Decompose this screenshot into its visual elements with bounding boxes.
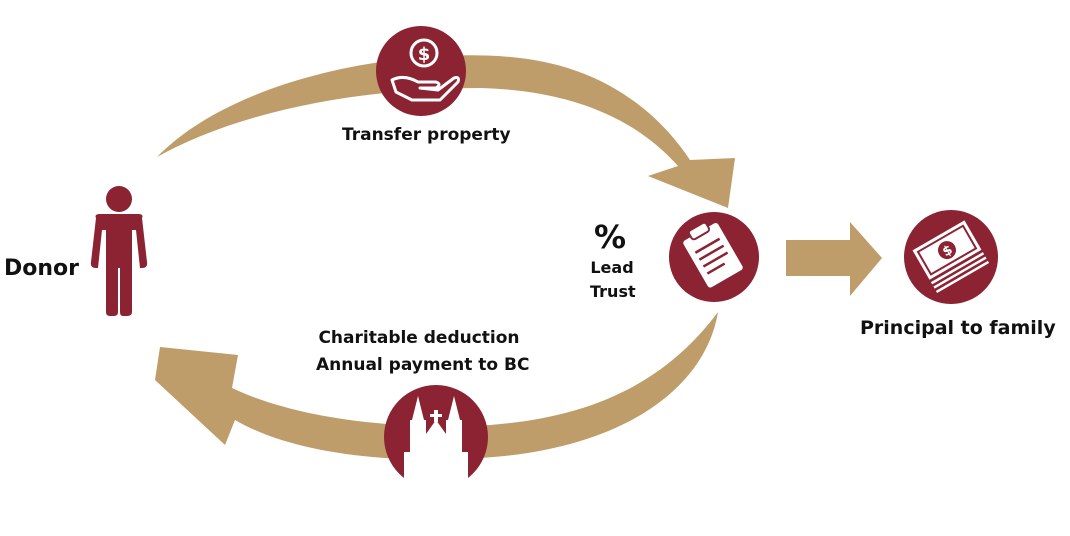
charity-label: Charitable deduction Annual payment to B… [316,325,530,379]
trust-label: Lead Trust [590,256,636,304]
trust-node [669,212,759,302]
family-node: $ [904,210,998,304]
donor-label: Donor [4,256,80,281]
charity-label-line2: Annual payment to BC [316,355,530,375]
hand-coin-icon: $ [390,38,460,102]
transfer-node: $ [376,26,466,116]
svg-text:$: $ [418,44,431,65]
charity-node [384,385,488,490]
arc-arrow-top [157,55,735,208]
arc-arrow-bottom [155,312,718,460]
trust-label-line2: Trust [590,282,636,301]
percent-symbol: % [594,218,627,256]
clipboard-icon [683,221,743,288]
family-label: Principal to family [860,317,1056,339]
money-icon: $ [912,220,990,294]
charity-label-line1: Charitable deduction [318,328,520,348]
person-icon [90,186,148,316]
transfer-label: Transfer property [342,125,511,145]
church-icon [404,396,468,490]
trust-label-line1: Lead [590,258,634,277]
straight-arrow [786,222,882,296]
